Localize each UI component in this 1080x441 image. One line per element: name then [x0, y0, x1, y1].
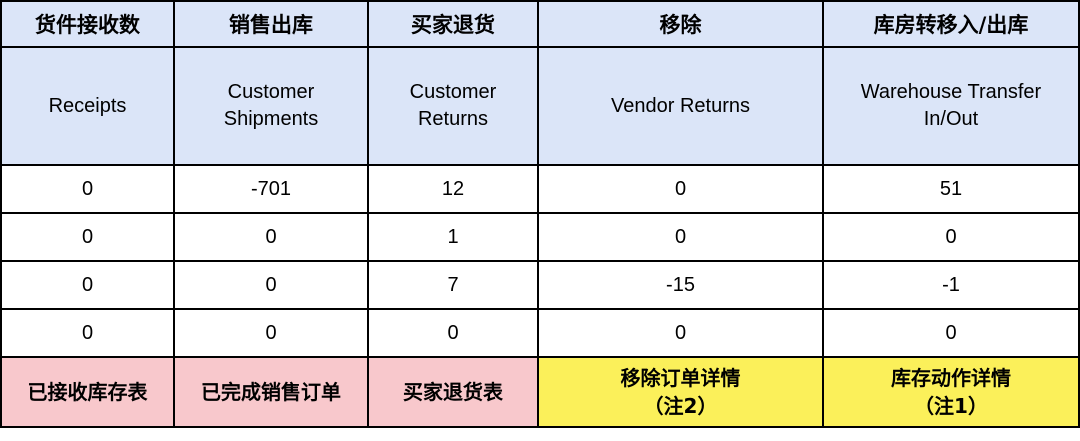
report-removal-order-detail: 移除订单详情 （注2）: [537, 356, 824, 428]
header-en-vendor-returns: Vendor Returns: [537, 46, 824, 166]
header-en-customer-returns: Customer Returns: [367, 46, 539, 166]
header-row-english: Receipts Customer Shipments Customer Ret…: [0, 46, 1080, 166]
header-en-line: Receipts: [48, 94, 127, 117]
cell-warehouse-transfer: -1: [822, 260, 1080, 310]
data-row: 0 0 1 0 0: [0, 212, 1080, 262]
report-label: 移除订单详情: [620, 366, 741, 390]
header-en-line: Warehouse Transfer: [860, 81, 1042, 103]
cell-customer-shipments: 0: [173, 260, 369, 310]
source-report-row: 已接收库存表 已完成销售订单 买家退货表 移除订单详情 （注2） 库存动作详情 …: [0, 356, 1080, 428]
cell-receipts: 0: [0, 212, 175, 262]
report-label: 库存动作详情: [891, 366, 1011, 390]
cell-customer-shipments: -701: [173, 164, 369, 214]
report-note: （注2）: [643, 394, 718, 418]
report-received-inventory: 已接收库存表: [0, 356, 175, 428]
header-row-chinese: 货件接收数 销售出库 买家退货 移除 库房转移入/出库: [0, 0, 1080, 48]
header-en-warehouse-transfer: Warehouse Transfer In/Out: [822, 46, 1080, 166]
header-cn-customer-returns: 买家退货: [367, 0, 539, 48]
report-customer-returns: 买家退货表: [367, 356, 539, 428]
header-en-line: Customer: [409, 81, 497, 103]
cell-vendor-returns: 0: [537, 308, 824, 358]
cell-warehouse-transfer: 0: [822, 212, 1080, 262]
cell-warehouse-transfer: 51: [822, 164, 1080, 214]
header-en-line: Shipments: [223, 108, 319, 130]
header-en-customer-shipments: Customer Shipments: [173, 46, 369, 166]
header-cn-receipts: 货件接收数: [0, 0, 175, 48]
cell-receipts: 0: [0, 164, 175, 214]
cell-vendor-returns: -15: [537, 260, 824, 310]
cell-receipts: 0: [0, 308, 175, 358]
header-en-receipts: Receipts: [0, 46, 175, 166]
header-en-line: Vendor Returns: [611, 94, 750, 117]
report-fulfilled-shipments: 已完成销售订单: [173, 356, 369, 428]
cell-customer-shipments: 0: [173, 212, 369, 262]
header-en-line: Returns: [417, 108, 489, 130]
cell-warehouse-transfer: 0: [822, 308, 1080, 358]
header-cn-vendor-returns: 移除: [537, 0, 824, 48]
report-inventory-event-detail: 库存动作详情 （注1）: [822, 356, 1080, 428]
header-cn-customer-shipments: 销售出库: [173, 0, 369, 48]
cell-customer-returns: 12: [367, 164, 539, 214]
cell-customer-shipments: 0: [173, 308, 369, 358]
cell-customer-returns: 0: [367, 308, 539, 358]
report-label: 买家退货表: [403, 380, 503, 404]
header-en-line: Customer: [227, 81, 315, 103]
cell-customer-returns: 1: [367, 212, 539, 262]
cell-receipts: 0: [0, 260, 175, 310]
data-row: 0 0 0 0 0: [0, 308, 1080, 358]
header-cn-warehouse-transfer: 库房转移入/出库: [822, 0, 1080, 48]
data-row: 0 -701 12 0 51: [0, 164, 1080, 214]
data-row: 0 0 7 -15 -1: [0, 260, 1080, 310]
cell-vendor-returns: 0: [537, 164, 824, 214]
report-label: 已完成销售订单: [201, 380, 341, 404]
report-note: （注1）: [914, 394, 988, 418]
cell-customer-returns: 7: [367, 260, 539, 310]
cell-vendor-returns: 0: [537, 212, 824, 262]
report-label: 已接收库存表: [27, 380, 148, 404]
header-en-line: In/Out: [923, 108, 979, 130]
inventory-reconciliation-table: 货件接收数 销售出库 买家退货 移除 库房转移入/出库 Receipts Cus…: [0, 0, 1080, 428]
